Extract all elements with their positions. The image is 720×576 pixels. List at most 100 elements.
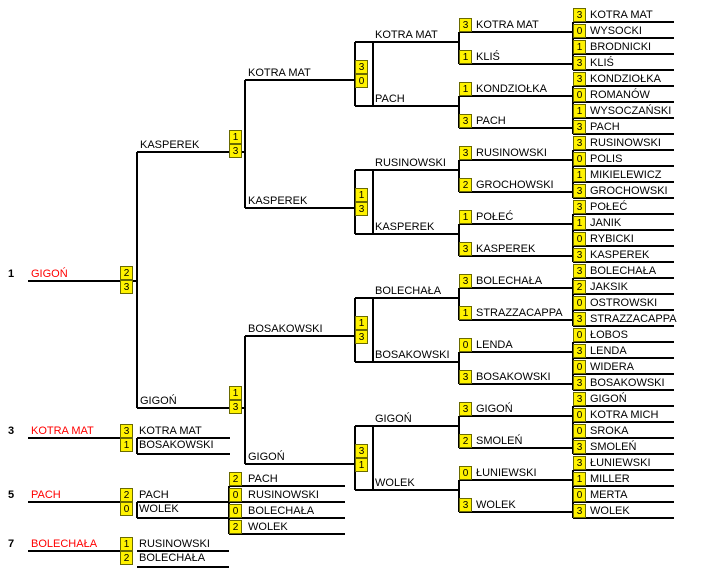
final-score-box: 3 (120, 280, 133, 294)
round1-score-box: 3 (573, 136, 586, 150)
round2-player-name: GROCHOWSKI (476, 179, 554, 191)
round1-player-name: POLIS (590, 153, 623, 165)
round1-player-name: BOLECHAŁA (590, 265, 657, 277)
round1-player-name: ŁOBOS (590, 329, 628, 341)
round1-score-box: 1 (573, 40, 586, 54)
round1-score-box: 1 (573, 168, 586, 182)
round3-player-name: WOLEK (375, 477, 415, 489)
round3-player-name: KOTRA MAT (375, 29, 438, 41)
round1-score-box: 3 (573, 72, 586, 86)
round2-score-box: 0 (459, 338, 472, 352)
round1-player-name: LENDA (590, 345, 627, 357)
round1-player-name: MILLER (590, 473, 630, 485)
rank-3-label: 3 (8, 425, 15, 437)
round4-player-name: KASPEREK (248, 195, 308, 207)
round1-player-name: JANIK (590, 217, 622, 229)
fifth-semi-player-name: RUSINOWSKI (248, 489, 319, 501)
round3-score-box: 1 (355, 188, 368, 202)
round2-player-name: BOSAKOWSKI (476, 371, 551, 383)
round2-score-box: 2 (459, 434, 472, 448)
third-score-box: 3 (120, 424, 133, 438)
round1-score-box: 0 (573, 24, 586, 38)
champion-name: GIGOŃ (31, 268, 68, 280)
fifth-player-name: PACH (139, 489, 169, 501)
round1-player-name: MIKIELEWICZ (590, 169, 662, 181)
round4-player-name: GIGOŃ (248, 451, 285, 463)
round1-score-box: 3 (573, 8, 586, 22)
round1-score-box: 0 (573, 296, 586, 310)
round5-player-name: GIGOŃ (140, 395, 177, 407)
round1-score-box: 3 (573, 440, 586, 454)
round1-score-box: 3 (573, 184, 586, 198)
round1-player-name: WYSOCKI (590, 25, 642, 37)
final-score-box: 2 (120, 266, 133, 280)
seventh-place-winner: BOLECHAŁA (31, 538, 98, 550)
round2-player-name: STRAZZACAPPA (476, 307, 563, 319)
seventh-player-name: RUSINOWSKI (139, 538, 210, 550)
round2-player-name: KLIŚ (476, 51, 500, 63)
round3-score-box: 1 (355, 316, 368, 330)
round1-score-box: 0 (573, 488, 586, 502)
round2-score-box: 3 (459, 370, 472, 384)
round1-score-box: 0 (573, 328, 586, 342)
round2-player-name: ŁUNIEWSKI (476, 467, 537, 479)
round1-player-name: WIDERA (590, 361, 634, 373)
fifth-score-box: 0 (120, 502, 133, 516)
round2-player-name: PACH (476, 115, 506, 127)
round2-score-box: 2 (459, 178, 472, 192)
round4-score-box: 3 (229, 400, 242, 414)
round2-player-name: POŁEĆ (476, 211, 514, 223)
round1-player-name: KONDZIOŁKA (590, 73, 661, 85)
round1-player-name: ŁUNIEWSKI (590, 457, 651, 469)
round2-score-box: 1 (459, 306, 472, 320)
round2-player-name: LENDA (476, 339, 513, 351)
round1-player-name: JAKSIK (590, 281, 628, 293)
round1-player-name: BOSAKOWSKI (590, 377, 665, 389)
round1-player-name: KASPEREK (590, 249, 650, 261)
round2-player-name: WOLEK (476, 499, 516, 511)
round2-player-name: KASPEREK (476, 243, 536, 255)
round4-player-name: BOSAKOWSKI (248, 323, 323, 335)
round3-score-box: 3 (355, 330, 368, 344)
round3-player-name: BOSAKOWSKI (375, 349, 450, 361)
round1-score-box: 3 (573, 312, 586, 326)
round1-score-box: 1 (573, 472, 586, 486)
round2-score-box: 0 (459, 466, 472, 480)
third-place-winner: KOTRA MAT (31, 425, 94, 437)
fifth-semi-player-name: PACH (248, 473, 278, 485)
round2-score-box: 1 (459, 50, 472, 64)
round1-score-box: 3 (573, 56, 586, 70)
round1-score-box: 3 (573, 504, 586, 518)
round1-player-name: KOTRA MAT (590, 9, 653, 21)
round1-score-box: 0 (573, 232, 586, 246)
fifth-score-box: 2 (120, 488, 133, 502)
third-player-name: KOTRA MAT (139, 425, 202, 437)
round1-score-box: 3 (573, 248, 586, 262)
round1-score-box: 0 (573, 152, 586, 166)
round1-score-box: 0 (573, 424, 586, 438)
round1-player-name: STRAZZACAPPA (590, 313, 677, 325)
seventh-player-name: BOLECHAŁA (139, 552, 206, 564)
round1-score-box: 0 (573, 408, 586, 422)
round1-score-box: 3 (573, 456, 586, 470)
round2-score-box: 3 (459, 146, 472, 160)
fifth-semi-player-name: WOLEK (248, 521, 288, 533)
round2-player-name: KOTRA MAT (476, 19, 539, 31)
third-player-name: BOSAKOWSKI (139, 439, 214, 451)
round2-score-box: 3 (459, 274, 472, 288)
round1-score-box: 3 (573, 376, 586, 390)
round1-score-box: 2 (573, 280, 586, 294)
round1-player-name: GIGOŃ (590, 393, 627, 405)
round2-score-box: 3 (459, 18, 472, 32)
fifth-semi-score-box: 2 (229, 520, 242, 534)
round1-score-box: 3 (573, 264, 586, 278)
round4-score-box: 3 (229, 144, 242, 158)
round1-player-name: BRODNICKI (590, 41, 652, 53)
fifth-player-name: WOLEK (139, 503, 179, 515)
round2-player-name: BOLECHAŁA (476, 275, 543, 287)
fifth-place-winner: PACH (31, 489, 61, 501)
round1-player-name: KLIŚ (590, 57, 614, 69)
round1-score-box: 0 (573, 88, 586, 102)
round2-score-box: 1 (459, 82, 472, 96)
